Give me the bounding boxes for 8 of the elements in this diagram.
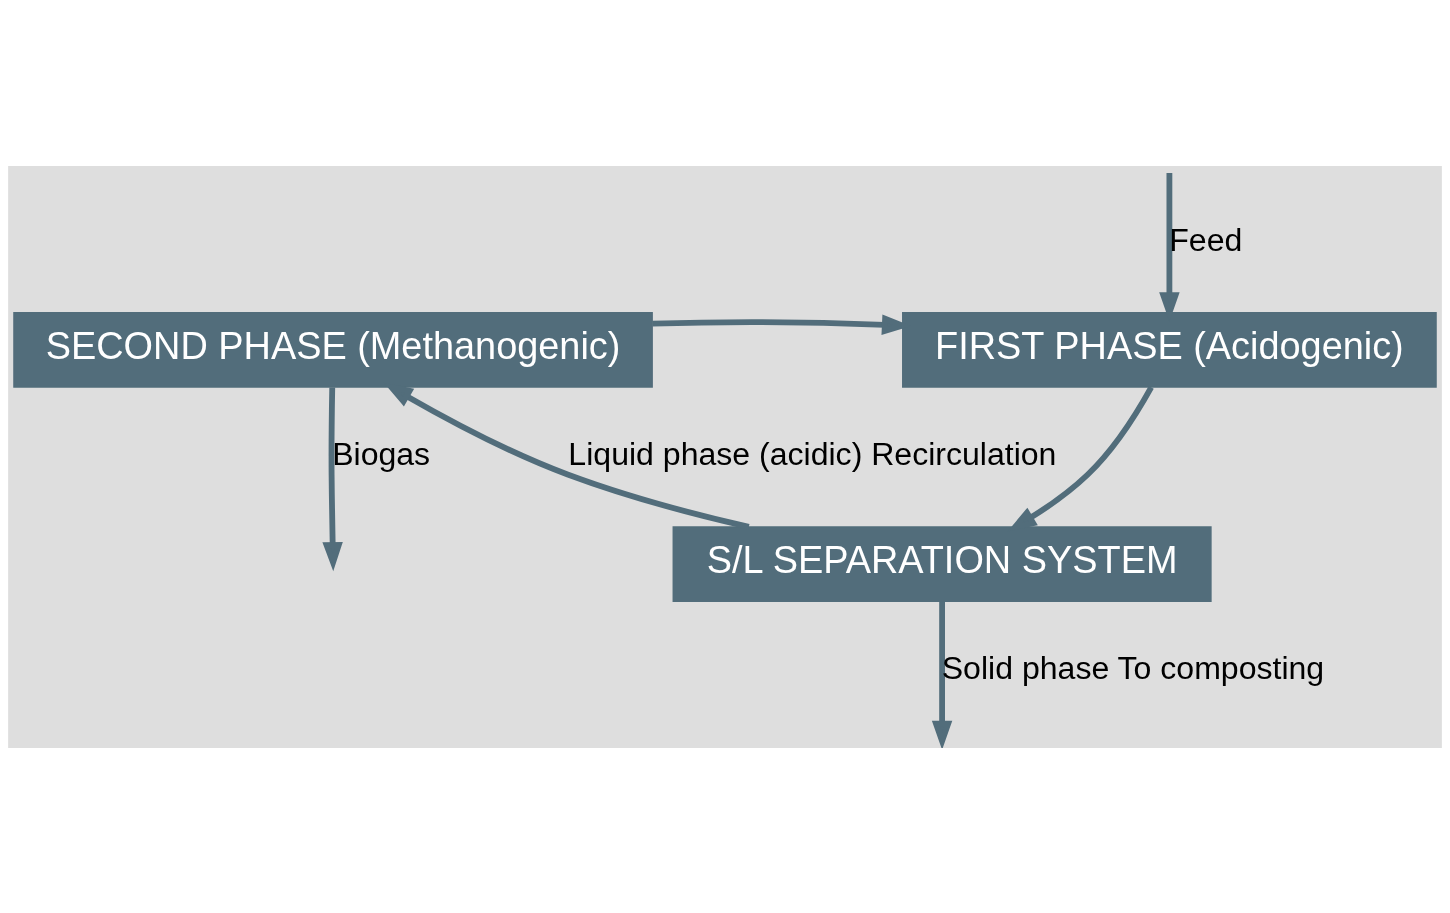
edge-label: Liquid phase (acidic) Recirculation bbox=[568, 435, 1057, 472]
arrow bbox=[931, 601, 953, 748]
node-box: FIRST PHASE (Acidogenic) bbox=[902, 311, 1437, 388]
node-box: SECOND PHASE (Methanogenic) bbox=[13, 311, 653, 388]
node-box: S/L SEPARATION SYSTEM bbox=[672, 525, 1212, 602]
edge-label: Biogas bbox=[332, 435, 431, 472]
edge-label: Feed bbox=[1169, 221, 1243, 258]
arrow bbox=[322, 386, 343, 571]
